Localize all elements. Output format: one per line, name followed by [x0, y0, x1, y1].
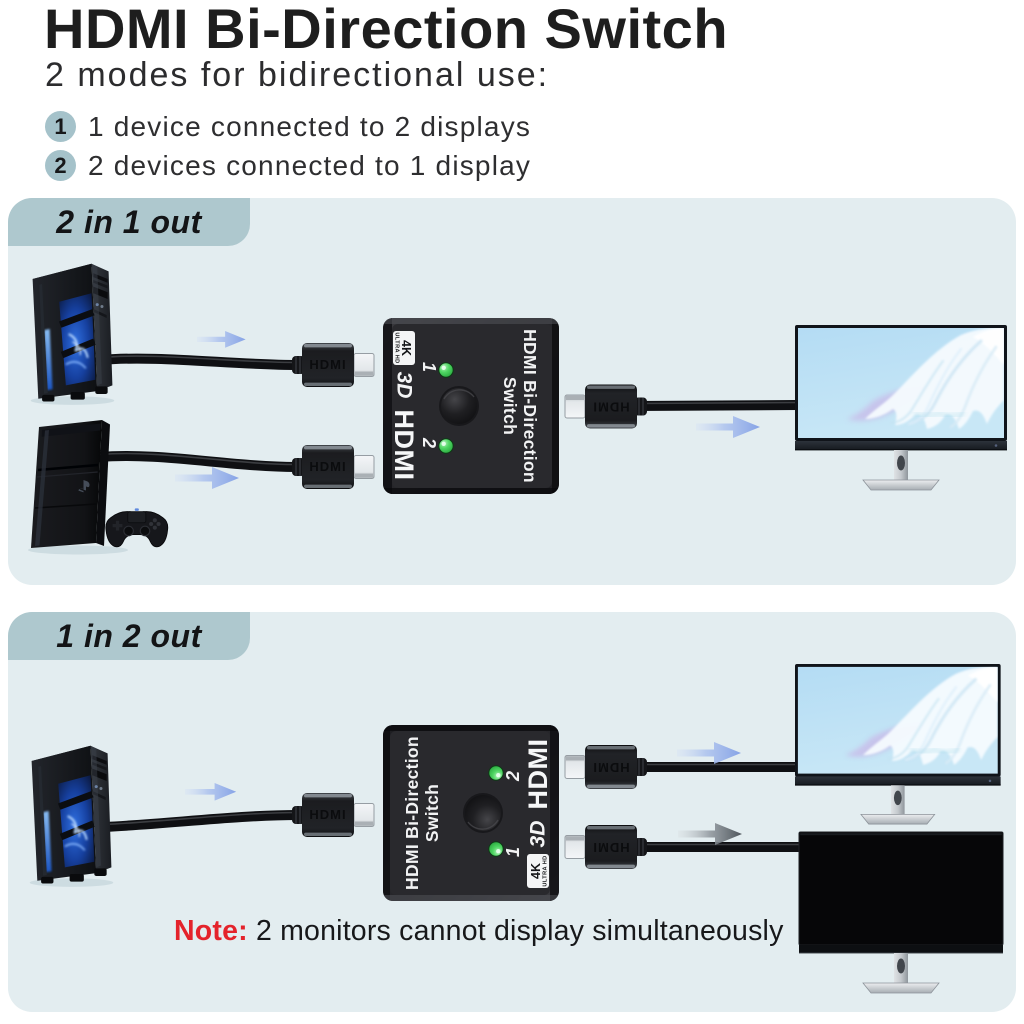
monitor-display-2-off — [799, 832, 1003, 993]
hdmi-switch — [383, 725, 559, 901]
panel-1-badge: 2 in 1 out — [8, 198, 250, 246]
page-subtitle: 2 modes for bidirectional use: — [45, 56, 550, 94]
flow-arrow-blue — [175, 467, 239, 489]
scene-1-in-2-out — [8, 612, 1016, 1012]
hdmi-plug-input-2 — [291, 444, 375, 490]
mode-1-text: 1 device connected to 2 displays — [88, 110, 532, 142]
cable-pc-to-switch — [95, 353, 303, 370]
panel-1-in-2-out: 1 in 2 out Note: 2 monitors cannot displ… — [8, 612, 1016, 1012]
mode-2-number-badge: 2 — [45, 150, 76, 181]
note-label: Note: — [174, 915, 248, 947]
scene-2-in-1-out — [26, 198, 1016, 556]
panel-2-in-1-out: 2 in 1 out — [8, 198, 1016, 585]
hdmi-plug-output-1 — [564, 744, 648, 790]
hdmi-plug-input — [291, 792, 375, 838]
monitor-display — [795, 325, 1007, 490]
pc-tower — [31, 264, 115, 405]
hdmi-plug-output — [564, 383, 648, 430]
cable-switch-to-monitor — [631, 400, 803, 411]
monitor-display-1 — [795, 664, 1001, 824]
cable-switch-to-monitor-1 — [631, 762, 803, 772]
page-title: HDMI Bi-Direction Switch — [44, 0, 729, 60]
mode-list: 1 1 device connected to 2 displays 2 2 d… — [45, 110, 531, 188]
flow-arrow-gray — [678, 823, 742, 845]
mode-item-1: 1 1 device connected to 2 displays — [45, 110, 531, 143]
ps4-console — [26, 418, 169, 556]
hdmi-plug-input-1 — [291, 342, 375, 388]
flow-arrow-blue — [677, 742, 741, 764]
note-body: 2 monitors cannot display simultaneously — [247, 915, 784, 947]
flow-arrow-blue — [185, 783, 237, 801]
cable-switch-to-monitor-2 — [631, 842, 808, 852]
hdmi-plug-output-2 — [564, 824, 648, 870]
mode-2-text: 2 devices connected to 1 display — [88, 149, 532, 181]
cable-ps4-to-switch — [95, 450, 301, 472]
flow-arrow-blue — [696, 416, 760, 438]
mode-item-2: 2 2 devices connected to 1 display — [45, 149, 531, 182]
panel-2-badge: 1 in 2 out — [8, 612, 250, 660]
note-text: Note: 2 monitors cannot display simultan… — [174, 915, 784, 948]
pc-tower — [30, 746, 114, 887]
mode-1-number-badge: 1 — [45, 111, 76, 142]
cable-pc-to-switch — [99, 810, 303, 832]
flow-arrow-blue — [197, 331, 246, 348]
hdmi-switch — [383, 318, 559, 494]
